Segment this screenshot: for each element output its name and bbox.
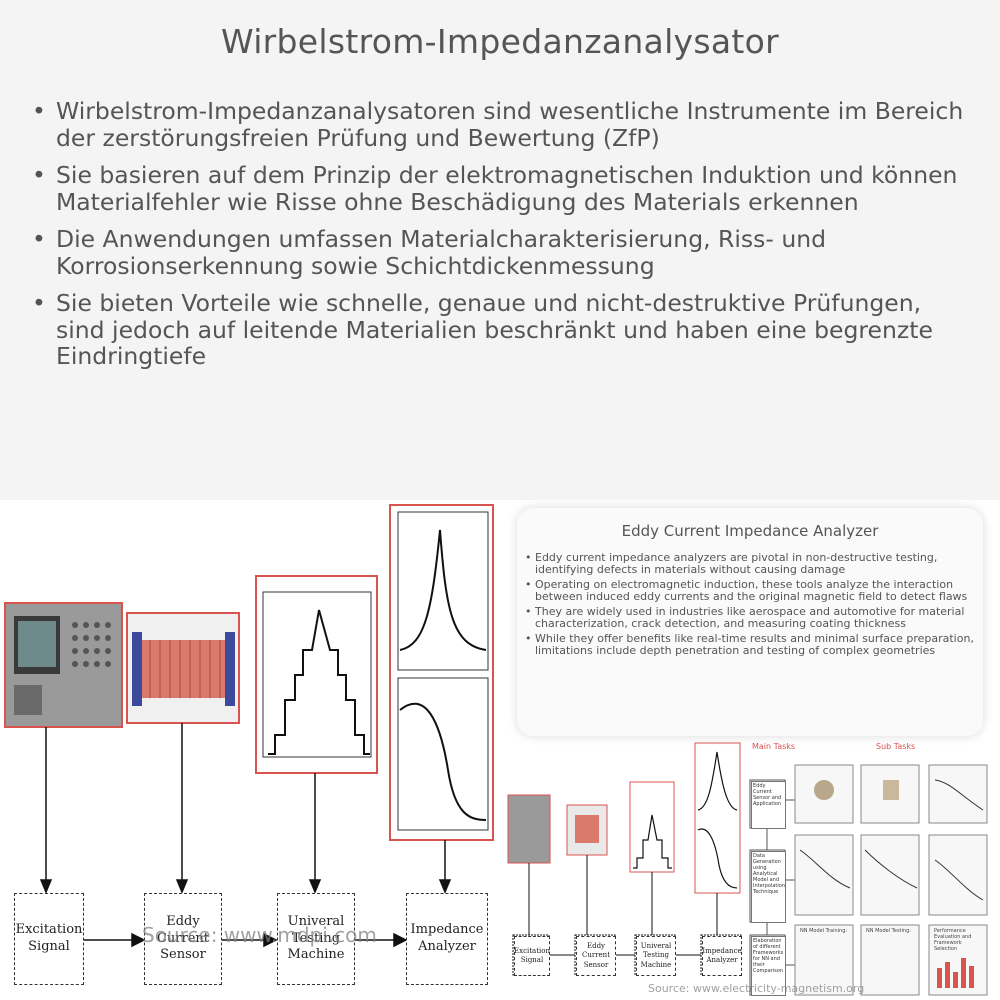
bullet-item: Wirbelstrom-Impedanzanalysatoren sind we… [32, 98, 972, 151]
excitation-signal-box-small: Excitation Signal [514, 936, 550, 976]
impedance-analyzer-box: Impedance Analyzer [406, 893, 488, 985]
sub-step-label: Performance Evaluation and Framework Sel… [934, 928, 972, 952]
main-task-step: Eddy Current Sensor and Application [751, 781, 786, 829]
main-tasks-label: Main Tasks [752, 742, 796, 751]
page-title: Wirbelstrom-Impedanzanalysator [221, 22, 779, 61]
testing-machine-plot [255, 575, 378, 774]
summary-thumbnail-card: Eddy Current Impedance Analyzer Eddy cur… [517, 508, 983, 736]
thumbnail-bullet: Operating on electromagnetic induction, … [525, 579, 975, 603]
testing-machine-box: Univeral Testing Machine [277, 893, 355, 985]
instrument-image [4, 602, 123, 728]
measurement-setup-diagram [4, 504, 494, 948]
testing-machine-box-small: Univeral Testing Machine [636, 936, 676, 976]
thumbnail-bullet-list: Eddy current impedance analyzers are piv… [525, 552, 975, 660]
thumbnail-title: Eddy Current Impedance Analyzer [621, 522, 879, 540]
eddy-current-sensor-box: Eddy Current Sensor [144, 893, 222, 985]
sub-step-label: NN Model Testing: [866, 928, 911, 934]
thumbnail-bullet: They are widely used in industries like … [525, 606, 975, 630]
main-task-step: Elaboration of different Frameworks for … [751, 936, 786, 996]
eddy-current-sensor-box-small: Eddy Current Sensor [576, 936, 616, 976]
impedance-analyzer-box-small: Impedance Analyzer [702, 936, 742, 976]
illustration-panel: Excitation Signal Eddy Current Sensor Un… [0, 500, 1000, 1000]
source-footer: Source: www.electricity-magnetism.org [648, 982, 865, 995]
eddy-current-sensor-image [126, 612, 240, 724]
sub-tasks-label: Sub Tasks [876, 742, 916, 751]
bullet-item: Sie basieren auf dem Prinzip der elektro… [32, 162, 972, 215]
excitation-signal-box: Excitation Signal [14, 893, 84, 985]
impedance-plots [389, 504, 494, 841]
thumbnail-bullet: Eddy current impedance analyzers are piv… [525, 552, 975, 576]
bullet-item: Sie bieten Vorteile wie schnelle, genaue… [32, 290, 972, 370]
sub-step-label: NN Model Training: [800, 928, 848, 934]
bullet-item: Die Anwendungen umfassen Materialcharakt… [32, 226, 972, 279]
main-task-step: Data Generation using Analytical Model a… [751, 851, 786, 923]
bullet-list: Wirbelstrom-Impedanzanalysatoren sind we… [32, 98, 972, 381]
thumbnail-bullet: While they offer benefits like real-time… [525, 633, 975, 657]
diagram-watermark: Source: www.mdpi.com [142, 923, 377, 947]
